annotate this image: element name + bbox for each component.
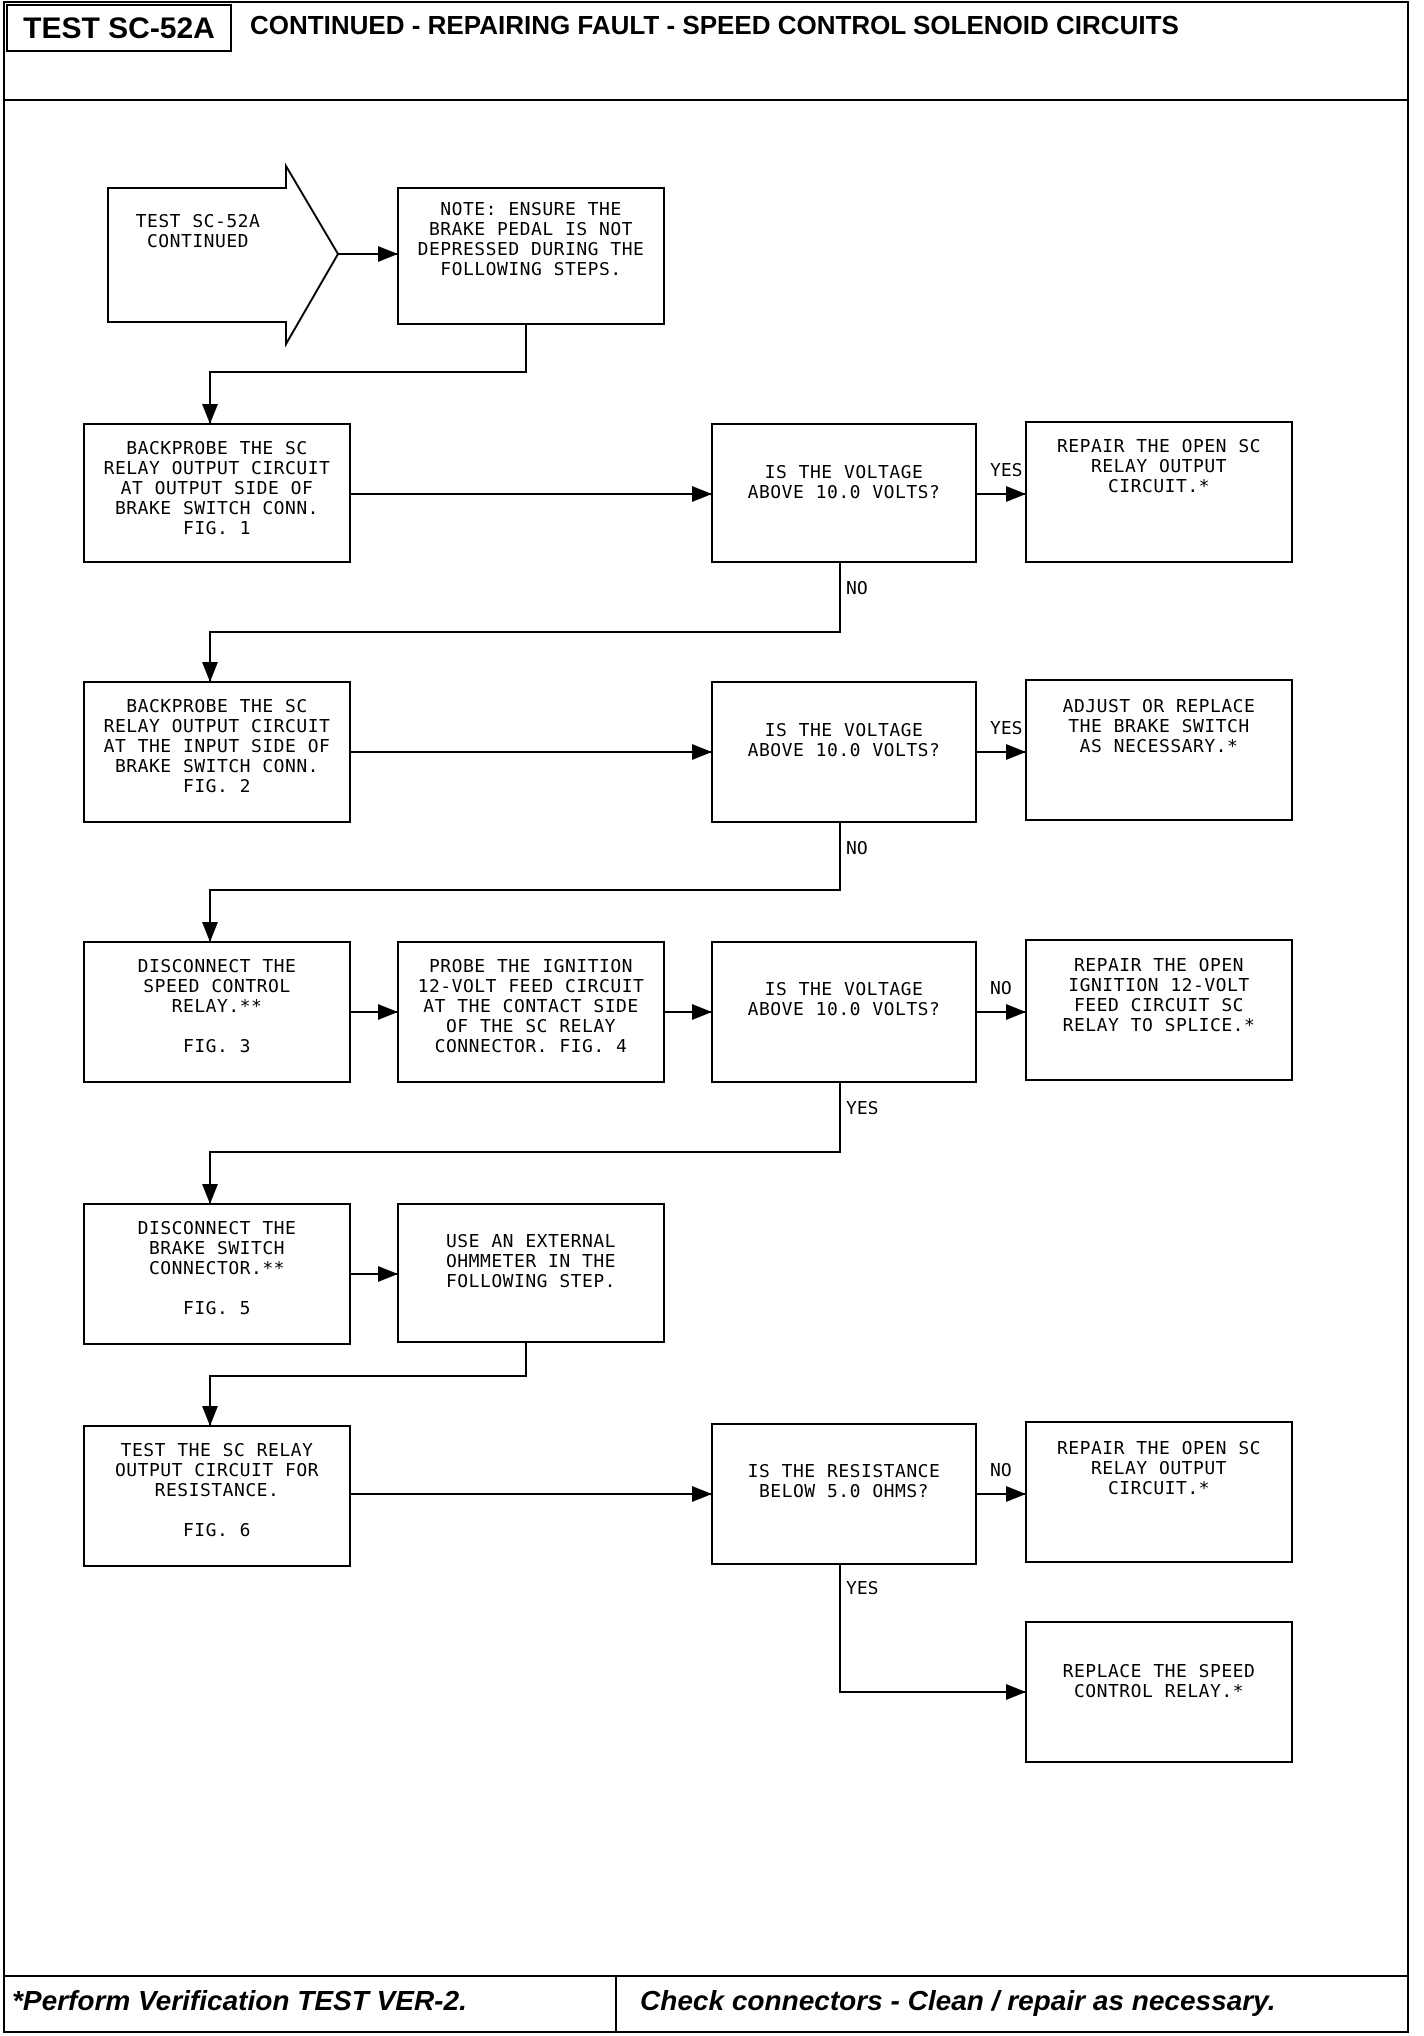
r2-box: ADJUST OR REPLACE THE BRAKE SWITCH AS NE…: [1026, 680, 1292, 774]
outer-frame: [3, 1, 1409, 2033]
q1-text: IS THE VOLTAGE ABOVE 10.0 VOLTS?: [747, 462, 941, 503]
step5-box-border: [83, 1425, 351, 1567]
r3-box: REPAIR THE OPEN IGNITION 12-VOLT FEED CI…: [1026, 940, 1292, 1052]
step4b-text: USE AN EXTERNAL OHMMETER IN THE FOLLOWIN…: [445, 1231, 617, 1292]
step2-box: BACKPROBE THE SC RELAY OUTPUT CIRCUIT AT…: [84, 682, 350, 812]
q2-box: IS THE VOLTAGE ABOVE 10.0 VOLTS?: [712, 682, 976, 800]
r3-text: REPAIR THE OPEN IGNITION 12-VOLT FEED CI…: [1062, 955, 1256, 1036]
q5-box: IS THE RESISTANCE BELOW 5.0 OHMS?: [712, 1424, 976, 1540]
step1-text: BACKPROBE THE SC RELAY OUTPUT CIRCUIT AT…: [103, 438, 331, 539]
note-box-border: [397, 187, 665, 325]
q3-no-label: NO: [990, 978, 1012, 999]
q5-yes-label: YES: [846, 1578, 879, 1599]
r2-text: ADJUST OR REPLACE THE BRAKE SWITCH AS NE…: [1062, 696, 1256, 757]
q3-yes-label: YES: [846, 1098, 879, 1119]
q3-box: IS THE VOLTAGE ABOVE 10.0 VOLTS?: [712, 942, 976, 1058]
step4a-text: DISCONNECT THE BRAKE SWITCH CONNECTOR.**…: [137, 1218, 297, 1319]
q2-text: IS THE VOLTAGE ABOVE 10.0 VOLTS?: [747, 720, 941, 761]
q1-no-label: NO: [846, 578, 868, 599]
step3b-box: PROBE THE IGNITION 12-VOLT FEED CIRCUIT …: [398, 942, 664, 1072]
r6-box: REPLACE THE SPEED CONTROL RELAY.*: [1026, 1622, 1292, 1742]
q1-yes-label: YES: [990, 460, 1023, 481]
step4b-box: USE AN EXTERNAL OHMMETER IN THE FOLLOWIN…: [398, 1204, 664, 1320]
r5-box-border: [1025, 1421, 1293, 1563]
r1-box: REPAIR THE OPEN SC RELAY OUTPUT CIRCUIT.…: [1026, 422, 1292, 512]
footer-verification-note: *Perform Verification TEST VER-2.: [12, 1985, 467, 2016]
start-node-text: TEST SC-52A CONTINUED: [135, 211, 261, 252]
note-text: NOTE: ENSURE THE BRAKE PEDAL IS NOT DEPR…: [417, 199, 645, 280]
r1-box-border: [1025, 421, 1293, 563]
r1-text: REPAIR THE OPEN SC RELAY OUTPUT CIRCUIT.…: [1056, 436, 1262, 497]
q1-box: IS THE VOLTAGE ABOVE 10.0 VOLTS?: [712, 424, 976, 542]
page-title: CONTINUED - REPAIRING FAULT - SPEED CONT…: [250, 10, 1179, 40]
q2-no-label: NO: [846, 838, 868, 859]
test-id-badge: TEST SC-52A: [6, 4, 232, 52]
step1-box: BACKPROBE THE SC RELAY OUTPUT CIRCUIT AT…: [84, 424, 350, 554]
r6-text: REPLACE THE SPEED CONTROL RELAY.*: [1062, 1661, 1256, 1702]
note-box: NOTE: ENSURE THE BRAKE PEDAL IS NOT DEPR…: [398, 188, 664, 292]
q5-text: IS THE RESISTANCE BELOW 5.0 OHMS?: [747, 1461, 941, 1502]
q5-no-label: NO: [990, 1460, 1012, 1481]
step3b-text: PROBE THE IGNITION 12-VOLT FEED CIRCUIT …: [417, 956, 645, 1057]
start-arrow-shape: [107, 162, 340, 348]
step4a-box: DISCONNECT THE BRAKE SWITCH CONNECTOR.**…: [84, 1204, 350, 1334]
r5-box: REPAIR THE OPEN SC RELAY OUTPUT CIRCUIT.…: [1026, 1422, 1292, 1516]
step5-box: TEST THE SC RELAY OUTPUT CIRCUIT FOR RES…: [84, 1426, 350, 1556]
q2-yes-label: YES: [990, 718, 1023, 739]
r3-box-border: [1025, 939, 1293, 1081]
step5-text: TEST THE SC RELAY OUTPUT CIRCUIT FOR RES…: [114, 1440, 320, 1541]
q3-text: IS THE VOLTAGE ABOVE 10.0 VOLTS?: [747, 979, 941, 1020]
r5-text: REPAIR THE OPEN SC RELAY OUTPUT CIRCUIT.…: [1056, 1438, 1262, 1499]
footer-connector-note: Check connectors - Clean / repair as nec…: [640, 1985, 1276, 2016]
r2-box-border: [1025, 679, 1293, 821]
start-node: TEST SC-52A CONTINUED: [110, 190, 286, 274]
step3a-box: DISCONNECT THE SPEED CONTROL RELAY.** FI…: [84, 942, 350, 1072]
step3a-text: DISCONNECT THE SPEED CONTROL RELAY.** FI…: [137, 956, 297, 1057]
step2-text: BACKPROBE THE SC RELAY OUTPUT CIRCUIT AT…: [103, 696, 331, 797]
